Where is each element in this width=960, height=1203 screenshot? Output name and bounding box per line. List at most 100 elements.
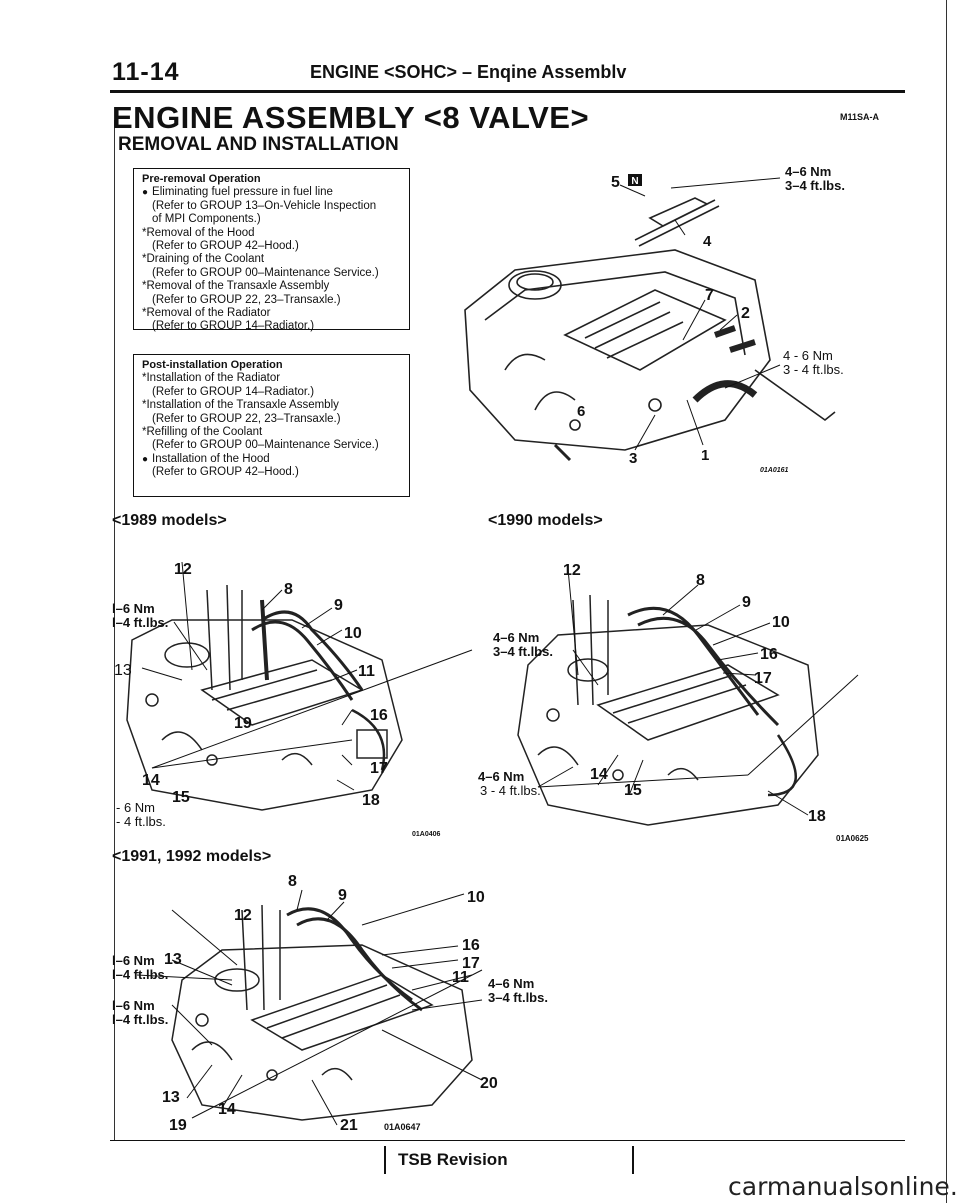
torque-label-1991-3-nm: 4–6 Nm xyxy=(488,976,534,991)
callout-10: 10 xyxy=(344,625,362,642)
callout-16: 16 xyxy=(370,707,388,724)
callout-19: 19 xyxy=(234,715,252,732)
callout-15: 15 xyxy=(172,789,190,806)
callout-18: 18 xyxy=(808,808,826,825)
torque-label-1989-1-ftlb: l–4 ft.lbs. xyxy=(112,615,168,630)
post-installation-line: *Installation of the Transaxle Assembly xyxy=(142,399,339,412)
post-installation-line: (Refer to GROUP 14–Radiator.) xyxy=(152,385,315,398)
left-margin-rule xyxy=(114,120,115,1140)
torque-label-top-2-nm: 4 - 6 Nm xyxy=(783,348,833,363)
pre-removal-line: (Refer to GROUP 00–Maintenance Service.) xyxy=(152,266,379,279)
caption-1989: <1989 models> xyxy=(112,512,227,529)
torque-label-top-2-ftlb: 3 - 4 ft.lbs. xyxy=(783,362,844,377)
callout-18: 18 xyxy=(362,792,380,809)
engine-diagram-1991: l–6 Nm l–4 ft.lbs. l–6 Nm l–4 ft.lbs. 4–… xyxy=(112,873,548,1132)
callout-21: 21 xyxy=(340,1117,358,1132)
pre-removal-line: *Removal of the Radiator xyxy=(142,307,271,320)
callout-17: 17 xyxy=(754,670,772,687)
callout-8: 8 xyxy=(284,581,293,598)
pre-removal-line: (Refer to GROUP 14–Radiator.) xyxy=(152,320,315,333)
engine-diagram-top: N 4–6 Nm 3–4 ft.lbs. 4 - 6 Nm 3 - 4 ft.l… xyxy=(464,164,845,474)
post-installation-line: *Installation of the Radiator xyxy=(142,372,281,385)
torque-label-1990-1-ftlb: 3–4 ft.lbs. xyxy=(493,644,553,659)
callout-16: 16 xyxy=(462,937,480,954)
tsb-revision-label: TSB Revision xyxy=(384,1146,634,1174)
engine-diagram-1990: 4–6 Nm 3–4 ft.lbs. 4–6 Nm 3 - 4 ft.lbs. … xyxy=(478,562,869,843)
pre-removal-lines: Eliminating fuel pressure in fuel line(R… xyxy=(142,186,403,333)
pre-removal-line: (Refer to GROUP 42–Hood.) xyxy=(152,240,299,253)
callout-11: 11 xyxy=(452,969,469,986)
torque-label-top-1-nm: 4–6 Nm xyxy=(785,164,831,179)
callout-17: 17 xyxy=(370,760,388,777)
callout-14: 14 xyxy=(142,772,160,789)
torque-label-1990-2-ftlb: 3 - 4 ft.lbs. xyxy=(480,783,541,798)
caption-1991-1992: <1991, 1992 models> xyxy=(112,848,272,865)
callout-9: 9 xyxy=(742,594,751,611)
callout-10: 10 xyxy=(772,614,790,631)
torque-label-1991-1-ftlb: l–4 ft.lbs. xyxy=(112,967,168,982)
watermark: carmanualsonline.info xyxy=(728,1172,960,1201)
post-installation-box: Post-installation Operation *Installatio… xyxy=(133,354,410,497)
figure-id-1990: 01A0625 xyxy=(836,834,869,843)
callout-6: 6 xyxy=(577,403,585,420)
callout-16: 16 xyxy=(760,646,778,663)
header-rule xyxy=(110,90,905,93)
callout-3: 3 xyxy=(629,450,637,467)
section-code: M11SA-A xyxy=(840,112,880,122)
post-installation-line: Installation of the Hood xyxy=(142,453,403,466)
callout-17: 17 xyxy=(462,955,480,972)
pre-removal-line: of MPI Components.) xyxy=(152,213,261,226)
callout-1: 1 xyxy=(701,447,709,464)
torque-label-1991-2-ftlb: l–4 ft.lbs. xyxy=(112,1012,168,1027)
torque-label-top-1-ftlb: 3–4 ft.lbs. xyxy=(785,178,845,193)
torque-label-1989-1-nm: l–6 Nm xyxy=(112,601,155,616)
pre-removal-line: *Draining of the Coolant xyxy=(142,253,265,266)
callout-19: 19 xyxy=(169,1117,187,1132)
post-installation-line: (Refer to GROUP 42–Hood.) xyxy=(152,466,299,479)
engine-diagram-1989: l–6 Nm l–4 ft.lbs. - 6 Nm - 4 ft.lbs. 12… xyxy=(112,561,473,838)
n-badge-icon xyxy=(628,174,642,186)
figure-id-top: 01A0161 xyxy=(760,467,789,474)
callout-10: 10 xyxy=(467,889,485,906)
pre-removal-line: *Removal of the Transaxle Assembly xyxy=(142,280,330,293)
pre-removal-line: *Removal of the Hood xyxy=(142,226,255,239)
page-subtitle: REMOVAL AND INSTALLATION xyxy=(118,134,399,155)
page-title: ENGINE ASSEMBLY <8 VALVE> xyxy=(112,100,590,135)
post-installation-line: (Refer to GROUP 22, 23–Transaxle.) xyxy=(152,412,341,425)
figure-id-1991: 01A0647 xyxy=(384,1122,421,1132)
callout-7: 7 xyxy=(705,287,714,304)
torque-label-1990-1-nm: 4–6 Nm xyxy=(493,630,539,645)
callout-20: 20 xyxy=(480,1075,498,1092)
callout-12: 12 xyxy=(174,561,192,578)
torque-label-1989-2-nm: - 6 Nm xyxy=(116,800,155,815)
callout-9: 9 xyxy=(338,887,347,904)
pre-removal-line: (Refer to GROUP 22, 23–Transaxle.) xyxy=(152,293,341,306)
post-installation-heading: Post-installation Operation xyxy=(142,359,283,371)
torque-label-1991-2-nm: l–6 Nm xyxy=(112,998,155,1013)
section-title: ENGINE <SOHC> – Enqine Assemblv xyxy=(310,62,627,82)
callout-13-top: 13 xyxy=(164,951,182,968)
page-edge-rule xyxy=(946,0,947,1203)
torque-label-1990-2-nm: 4–6 Nm xyxy=(478,769,524,784)
post-installation-lines: *Installation of the Radiator(Refer to G… xyxy=(142,372,403,479)
callout-15: 15 xyxy=(624,782,642,799)
pre-removal-heading: Pre-removal Operation xyxy=(142,173,261,185)
torque-label-1991-1-nm: l–6 Nm xyxy=(112,953,155,968)
pre-removal-line: Eliminating fuel pressure in fuel line xyxy=(142,186,403,199)
callout-13-bottom: 13 xyxy=(162,1089,180,1106)
footer-rule xyxy=(110,1140,905,1141)
callout-12: 12 xyxy=(234,907,252,924)
caption-1990: <1990 models> xyxy=(488,512,603,529)
pre-removal-line: (Refer to GROUP 13–On-Vehicle Inspection xyxy=(152,199,377,212)
figure-id-1989: 01A0406 xyxy=(412,831,441,838)
callout-13: 13 xyxy=(114,662,132,679)
torque-label-1989-2-ftlb: - 4 ft.lbs. xyxy=(116,814,166,829)
callout-9: 9 xyxy=(334,597,343,614)
n-badge-label: N xyxy=(631,176,638,187)
callout-8: 8 xyxy=(288,873,297,890)
callout-8: 8 xyxy=(696,572,705,589)
callout-12: 12 xyxy=(563,562,581,579)
callout-14: 14 xyxy=(218,1101,236,1118)
callout-2: 2 xyxy=(741,305,750,322)
callout-4: 4 xyxy=(703,233,712,250)
